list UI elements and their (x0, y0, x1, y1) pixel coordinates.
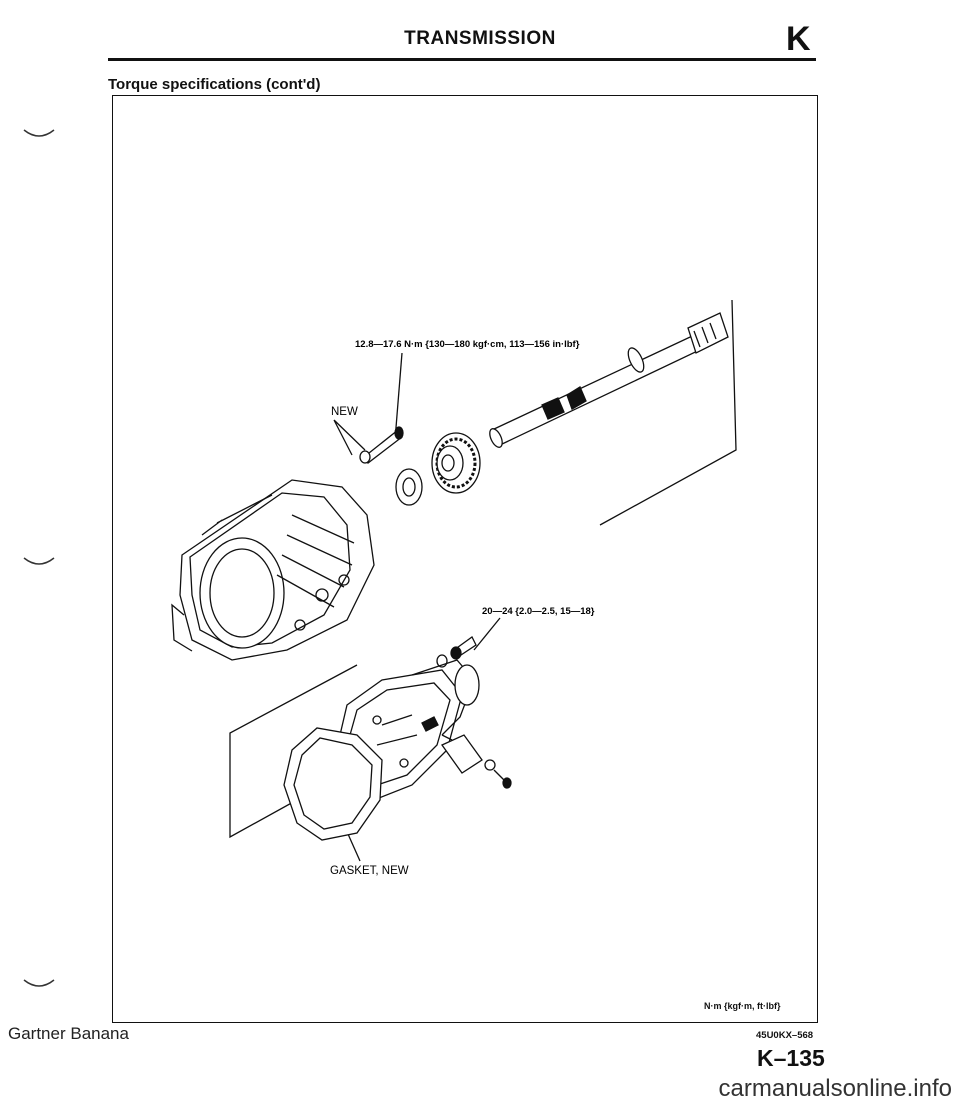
new-label: NEW (331, 406, 358, 418)
transmission-exploded-diagram: 12.8—17.6 N·m {130—180 kgf·cm, 113—156 i… (171, 299, 737, 877)
extension-bolt-torque-label: 12.8—17.6 N·m {130—180 kgf·cm, 113—156 i… (355, 339, 580, 350)
new-leader (333, 419, 366, 456)
watermark-bottom: carmanualsonline.info (718, 1075, 952, 1102)
washer (395, 468, 423, 506)
transmission-case (171, 479, 375, 661)
housing-bolt-leader (473, 617, 501, 651)
page-title: TRANSMISSION (404, 28, 556, 49)
figure-code: 45U0KX–568 (756, 1030, 814, 1041)
gasket-label: GASKET, NEW (330, 865, 409, 877)
binder-mark-icon (23, 979, 55, 987)
extension-group-bracket (229, 664, 358, 839)
bolt (359, 426, 404, 464)
page-number: K–135 (757, 1045, 825, 1071)
header-rule (108, 58, 816, 61)
bolt-torque-leader (394, 352, 403, 441)
shaft-group-bracket (599, 299, 737, 526)
housing-bolt-torque-label: 20—24 {2.0—2.5, 15—18} (482, 606, 595, 617)
sensor-parts (421, 716, 512, 789)
gear (431, 432, 481, 494)
binder-mark-icon (23, 557, 55, 565)
section-letter: K (786, 20, 811, 58)
figure-frame (112, 95, 818, 1023)
watermark-left: Gartner Banana (8, 1024, 129, 1043)
housing-bolt (436, 636, 477, 668)
gasket (283, 727, 383, 841)
binder-mark-icon (23, 129, 55, 137)
section-heading: Torque specifications (cont'd) (108, 76, 321, 93)
output-shaft (489, 312, 729, 448)
unit-legend: N·m {kgf·m, ft·lbf} (704, 1001, 781, 1011)
